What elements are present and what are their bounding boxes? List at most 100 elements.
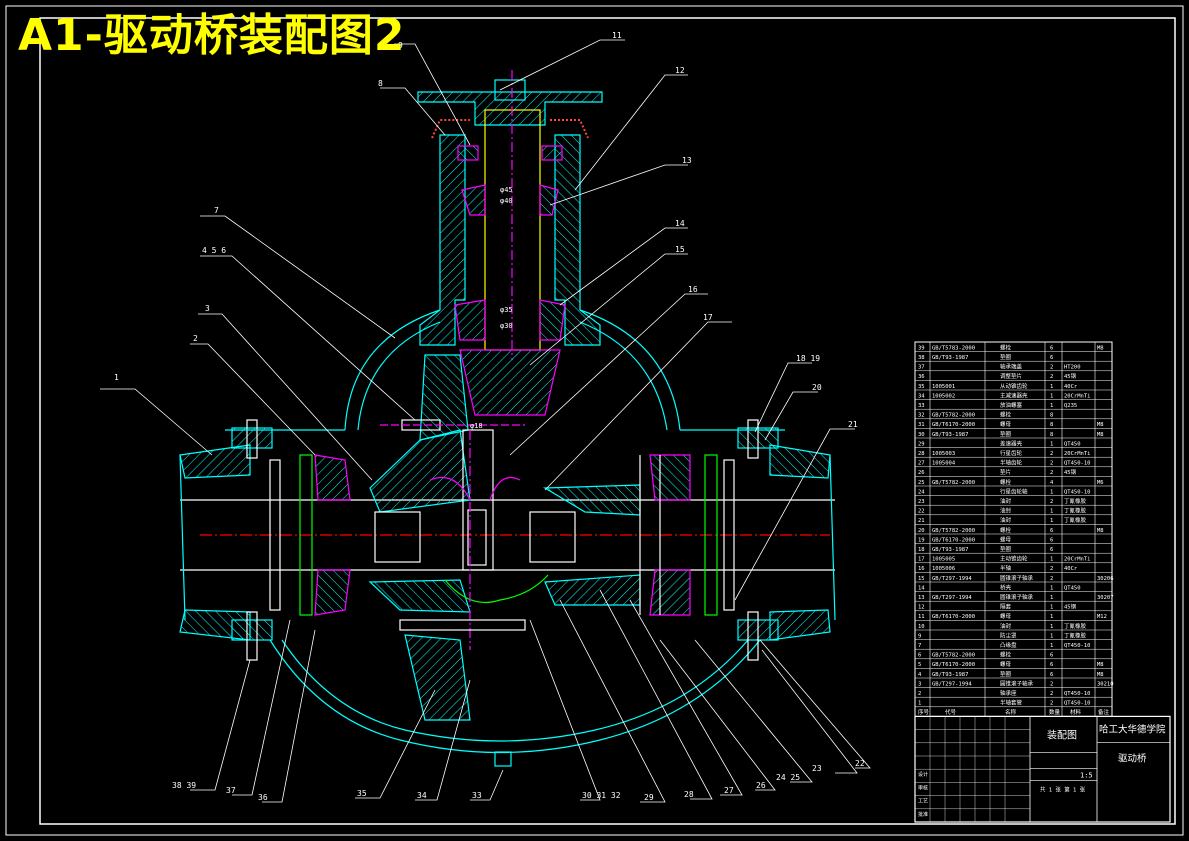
companion-flange [417, 91, 603, 126]
bom-qty: 1 [1050, 489, 1053, 495]
callout-label: 11 [612, 31, 622, 40]
bom-code: GB/T5782-2000 [932, 480, 975, 486]
dim-mark: φ45 [500, 186, 513, 194]
bom-qty: 6 [1050, 355, 1053, 361]
bom-qty: 1 [1050, 403, 1053, 409]
bom-material: QT450 [1064, 441, 1081, 447]
side-bearing-left-low [314, 569, 351, 616]
bom-no: 32 [918, 413, 925, 419]
ring-gear [419, 354, 469, 441]
drawing-name: 装配图 [1047, 728, 1077, 741]
bom-no: 6 [918, 653, 921, 659]
bom-no: 11 [918, 614, 925, 620]
bom-qty: 6 [1050, 345, 1053, 351]
bom-no: 25 [918, 480, 925, 486]
bom-qty: 6 [1050, 528, 1053, 534]
side-gear-right [529, 511, 576, 563]
outer-border [5, 5, 1184, 836]
bom-material: QT450-10 [1064, 461, 1091, 467]
bom-no: 9 [918, 633, 921, 639]
bom-no: 30 [918, 432, 925, 438]
bom-note: M8 [1097, 345, 1104, 351]
bom-code: GB/T5782-2000 [932, 528, 975, 534]
bom-material: 40Cr [1064, 566, 1078, 572]
bom-name: 从动锥齿轮 [1000, 382, 1028, 390]
bom-name: 半轴齿轮 [1000, 459, 1023, 467]
seal-left [269, 459, 281, 611]
bom-qty: 1 [1050, 441, 1053, 447]
left-flange [231, 419, 273, 661]
right-flange [737, 419, 779, 661]
bom-material: 40Cr [1064, 384, 1078, 390]
drain-plug [494, 751, 512, 767]
side-bearing-right-low [649, 569, 691, 616]
bom-name: 圆锥滚子轴承 [1000, 574, 1034, 582]
callout-label: 7 [214, 206, 219, 215]
bom-code: GB/T6170-2000 [932, 662, 975, 668]
bom-qty: 2 [1050, 461, 1053, 467]
bom-note: 30206 [1097, 576, 1114, 582]
bom-no: 33 [918, 403, 925, 409]
bom-no: 14 [918, 585, 925, 591]
bom-no: 27 [918, 461, 925, 467]
bom-material: Q235 [1064, 403, 1077, 409]
bom-name: 垫圈 [1000, 353, 1012, 361]
bom-no: 29 [918, 441, 925, 447]
bom-no: 12 [918, 605, 925, 611]
bom-no: 16 [918, 566, 925, 572]
bom-no: 3 [918, 681, 921, 687]
bom-name: 主动锥齿轮 [1000, 555, 1028, 563]
bom-name: 螺母 [1000, 420, 1012, 428]
ring-gear-low [404, 634, 471, 721]
bom-note: 30207 [1097, 595, 1114, 601]
callouts: 9 8 7 4 5 6 3 2 1 11 12 13 14 15 16 17 1… [114, 31, 865, 802]
bom-header: 材料 [1070, 708, 1082, 716]
bom-note: 30210 [1097, 681, 1114, 687]
bom-name: 油封 [1000, 507, 1012, 515]
callout-label: 18 19 [796, 354, 820, 363]
bom-note: M8 [1097, 672, 1104, 678]
bom-no: 23 [918, 499, 925, 505]
side-bearing-right [649, 454, 691, 501]
school-name: 哈工大华德学院 [1099, 723, 1166, 735]
callout-label: 28 [684, 790, 694, 799]
bom-material: 20CrMnTi [1064, 451, 1091, 457]
callout-label: 12 [675, 66, 685, 75]
bom-code: GB/T297-1994 [932, 595, 972, 601]
upper-bearing-right [539, 184, 559, 216]
bom-name: 螺栓 [1000, 343, 1012, 351]
differential-case-low-right [544, 574, 641, 606]
bom-name: 隔套 [1000, 603, 1012, 611]
bom-material: QT450-10 [1064, 701, 1091, 707]
planet-pin [462, 429, 494, 571]
bom-code: 1005006 [932, 566, 955, 572]
scale: 1:5 [1080, 771, 1093, 779]
bom-code: GB/T93-1987 [932, 355, 968, 361]
bom-name: 螺栓 [1000, 526, 1012, 534]
callout-label: 3 [205, 304, 210, 313]
callout-label: 24 25 [776, 773, 800, 782]
bom-qty: 8 [1050, 422, 1053, 428]
axle-tube-right [769, 444, 831, 479]
bom-no: 17 [918, 557, 925, 563]
callout-label: 33 [472, 791, 482, 800]
bom-name: 行星齿轮轴 [1000, 487, 1028, 495]
bom-name: 油封 [1000, 497, 1012, 505]
bom-qty: 6 [1050, 662, 1053, 668]
bom-name: 圆锥滚子轴承 [1000, 593, 1034, 601]
bom-no: 35 [918, 384, 925, 390]
